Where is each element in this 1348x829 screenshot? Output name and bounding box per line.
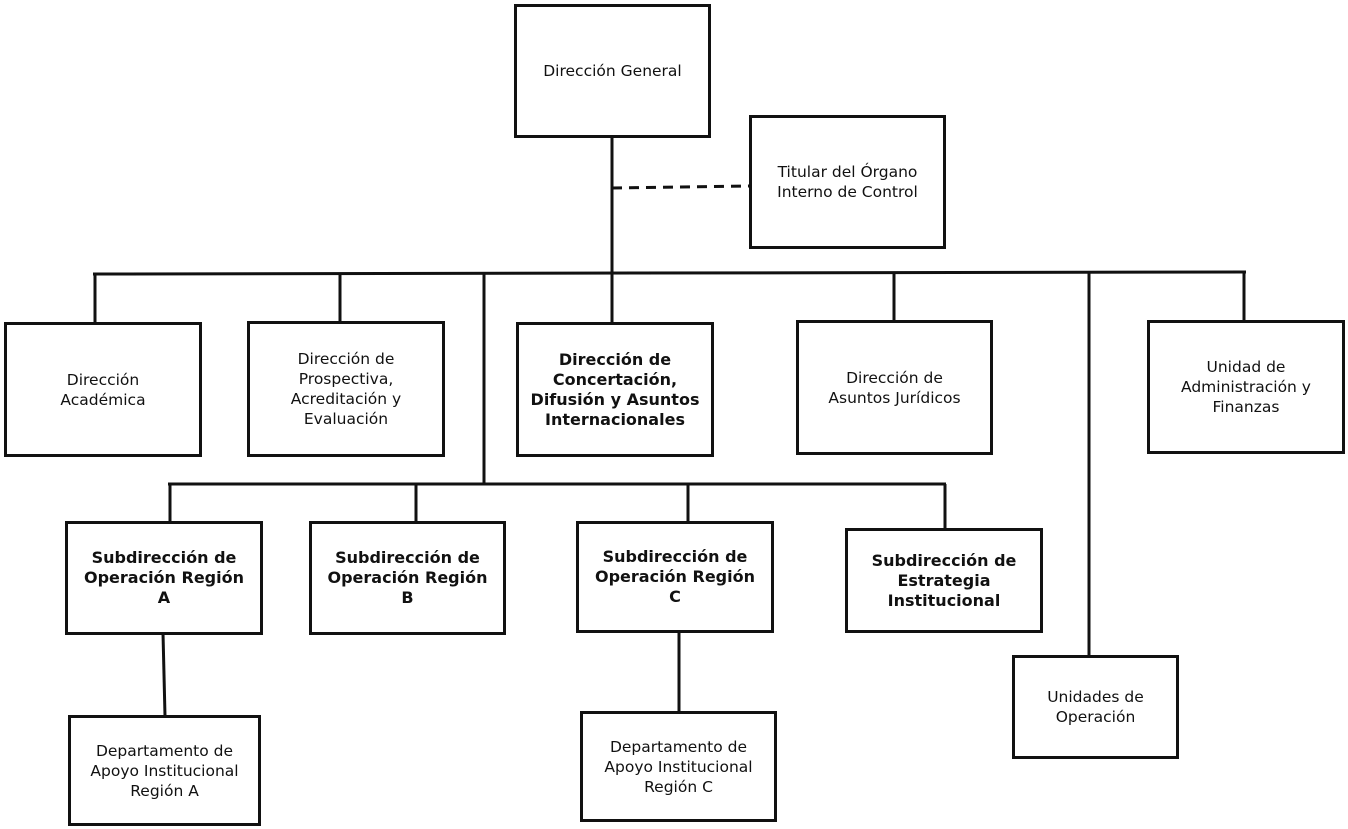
node-direccion-general: Dirección General [514,4,711,138]
connector-main-bus [92,270,1247,276]
node-label: Dirección Académica [60,370,146,409]
connector-drop-dpa [161,632,167,717]
node-subdireccion-estrategia: Subdirección de Estrategia Institucional [845,528,1043,633]
node-label: Subdirección de Operación Región B [327,548,488,607]
node-subdireccion-region-b: Subdirección de Operación Región B [309,521,506,635]
node-departamento-region-c: Departamento de Apoyo Institucional Regi… [580,711,777,822]
node-departamento-region-a: Departamento de Apoyo Institucional Regi… [68,715,261,826]
node-direccion-prospectiva: Dirección de Prospectiva, Acreditación y… [247,321,445,457]
node-label: Departamento de Apoyo Institucional Regi… [90,741,239,800]
node-label: Unidades de Operación [1047,688,1144,726]
node-subdireccion-region-c: Subdirección de Operación Región C [576,521,774,633]
node-label: Unidad de Administración y Finanzas [1181,358,1311,416]
node-organo-interno-control: Titular del Órgano Interno de Control [749,115,946,249]
node-label: Dirección de Asuntos Jurídicos [828,368,961,407]
node-label: Departamento de Apoyo Institucional Regi… [604,737,753,796]
node-label: Subdirección de Operación Región A [83,548,244,607]
node-label: Subdirección de Operación Región C [594,547,755,606]
node-subdireccion-region-a: Subdirección de Operación Región A [65,521,263,635]
node-label: Dirección de Prospectiva, Acreditación y… [290,350,402,428]
node-label: Subdirección de Estrategia Institucional [871,550,1017,610]
node-label: Dirección de Concertación, Difusión y As… [530,349,700,429]
node-direccion-asuntos-juridicos: Dirección de Asuntos Jurídicos [796,320,993,455]
node-label: Titular del Órgano Interno de Control [777,163,918,201]
node-unidad-administracion-finanzas: Unidad de Administración y Finanzas [1147,320,1345,454]
node-direccion-concertacion: Dirección de Concertación, Difusión y As… [516,322,714,457]
connector-oic-dashed [611,184,751,190]
node-direccion-academica: Dirección Académica [4,322,202,457]
node-unidades-operacion: Unidades de Operación [1012,655,1179,759]
node-label: Dirección General [543,62,682,80]
